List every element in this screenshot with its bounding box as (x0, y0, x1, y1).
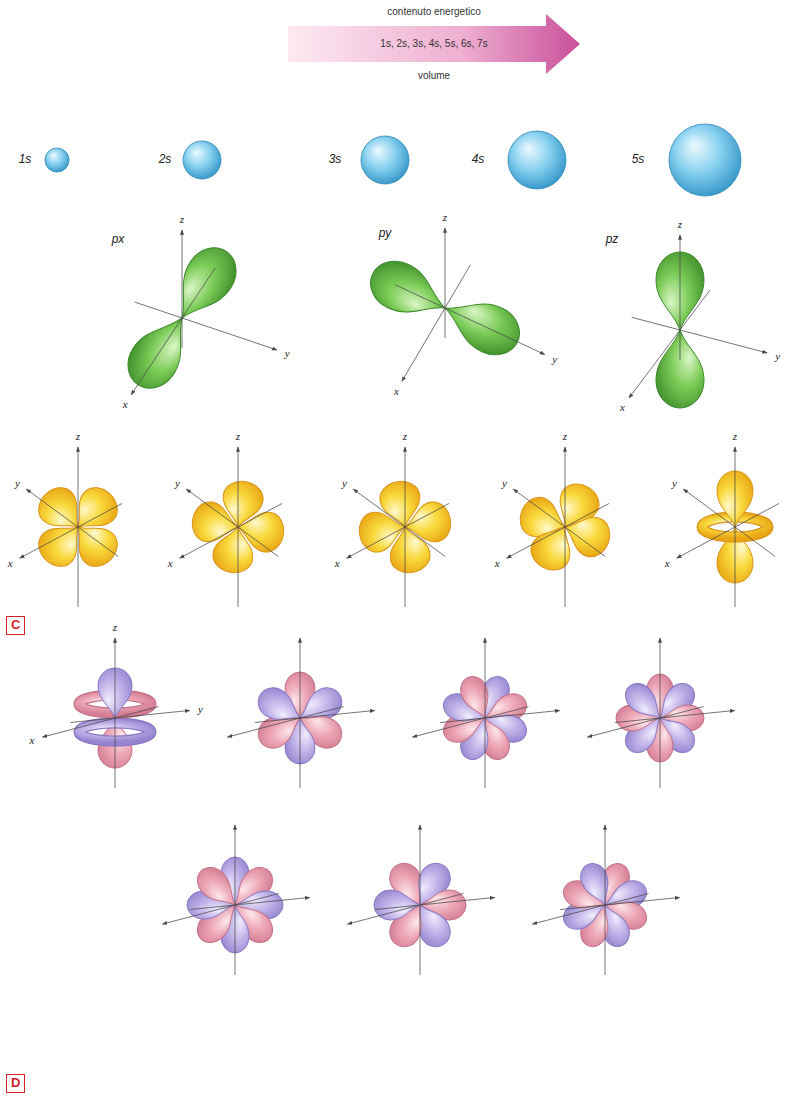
axis-line (402, 265, 470, 381)
axis-line (26, 489, 118, 556)
axis-line (412, 707, 528, 738)
axis-label: z (443, 211, 447, 223)
orbital-label: 4s (472, 153, 485, 166)
axis-label: z (733, 430, 737, 442)
orbital-lobe (456, 672, 497, 723)
axis-label: x (123, 398, 128, 410)
axis-label: x (495, 557, 500, 569)
axis-line (632, 317, 767, 353)
axis-line (186, 489, 278, 556)
s-orbital-sphere (508, 131, 566, 189)
axis-line (131, 268, 215, 395)
axis-line (440, 710, 559, 722)
axis-line (605, 825, 606, 975)
axis-line (680, 235, 681, 360)
axis-label: y (342, 477, 347, 489)
node-text: volume (418, 70, 450, 82)
axis-line (395, 285, 545, 355)
axis-line (227, 707, 343, 738)
axis-line (615, 710, 734, 722)
orbital-lobe (525, 517, 583, 577)
energy-arrow: contenuto energetico 1s, 2s, 3s, 4s, 5s, … (288, 4, 580, 84)
axis-lines (20, 228, 779, 975)
axis-label: z (403, 430, 407, 442)
axis-line (660, 638, 661, 788)
axis-line (20, 503, 122, 558)
axis-line (115, 638, 116, 788)
axis-line (560, 897, 679, 909)
axis-line (420, 825, 421, 975)
orbital-shapes (31, 124, 768, 953)
axis-line (300, 638, 301, 788)
axis-line (677, 503, 779, 558)
axis-line (135, 302, 277, 350)
axis-label: x (8, 557, 13, 569)
axis-label: z (236, 430, 240, 442)
s-orbital-sphere (669, 124, 741, 196)
axis-line (190, 897, 309, 909)
orbital-label: pz (606, 233, 619, 246)
axis-label: z (113, 621, 117, 633)
orbital-label: py (379, 227, 392, 240)
axis-line (532, 894, 648, 925)
axis-label: y (15, 477, 20, 489)
orbital-label: 5s (632, 153, 645, 166)
axis-label: x (665, 557, 670, 569)
axis-label: y (502, 477, 507, 489)
axis-line (587, 707, 703, 738)
axis-line (507, 503, 609, 558)
node-text: 1s, 2s, 3s, 4s, 5s, 6s, 7s (380, 38, 487, 50)
axis-label: y (552, 353, 557, 365)
axis-line (235, 825, 236, 975)
orbital-label: 2s (159, 153, 172, 166)
axis-line (513, 489, 605, 556)
axis-line (629, 290, 710, 398)
s-orbital-sphere (45, 148, 69, 172)
orbital-label: 3s (329, 153, 342, 166)
axis-label: y (198, 703, 203, 715)
axis-line (162, 894, 278, 925)
axis-label: y (672, 477, 677, 489)
axis-label: x (29, 734, 34, 746)
axis-label: x (394, 385, 399, 397)
axis-line (70, 710, 189, 722)
axis-label: y (775, 350, 780, 362)
axis-label: z (76, 430, 80, 442)
node-text: D (11, 1075, 20, 1092)
orbital-lobe (31, 513, 92, 574)
s-orbital-sphere (361, 136, 409, 184)
panel-letter: C (6, 616, 25, 635)
axis-line (182, 230, 183, 348)
orbital-label: 1s (19, 153, 32, 166)
axis-label: x (335, 557, 340, 569)
axis-label: y (175, 477, 180, 489)
axis-line (485, 638, 486, 788)
node-text: contenuto energetico (387, 6, 480, 18)
orbital-lobe (576, 859, 617, 910)
axis-line (42, 707, 158, 738)
axis-label: z (563, 430, 567, 442)
axis-line (347, 503, 449, 558)
axis-line (347, 894, 463, 925)
axis-label: z (678, 218, 682, 230)
axis-line (375, 897, 494, 909)
axis-label: y (285, 347, 290, 359)
arrow-body (288, 14, 580, 74)
axis-line (180, 503, 282, 558)
axis-line (353, 489, 445, 556)
axis-line (255, 710, 374, 722)
node-text: C (11, 617, 20, 634)
orbital-label: px (112, 233, 125, 246)
s-orbital-sphere (183, 141, 221, 179)
orbital-lobe (356, 507, 408, 554)
axis-label: x (168, 557, 173, 569)
axis-line (683, 489, 775, 556)
axis-label: z (180, 213, 184, 225)
axis-label: x (620, 401, 625, 413)
panel-letter: D (6, 1074, 25, 1093)
axis-line (445, 228, 446, 338)
